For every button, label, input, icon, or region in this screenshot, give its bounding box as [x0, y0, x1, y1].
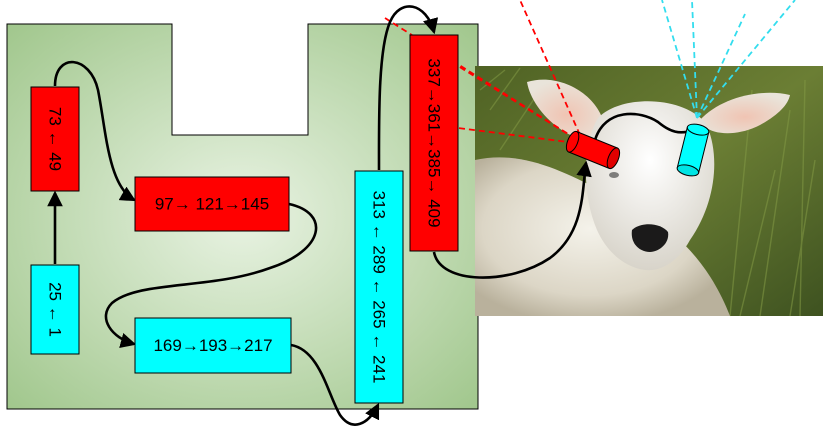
box-25-1: 25 ← 1 [30, 264, 80, 355]
box-313-241: 313 ← 289 ← 265 ← 241 [354, 170, 404, 404]
sheep-photo [475, 66, 823, 317]
box-73-49-label: 73 ← 49 [46, 107, 65, 171]
arrow-145-to-169 [104, 202, 318, 349]
box-169-217-label: 169→193→217 [153, 336, 272, 355]
box-337-409-label: 337→361→385→ 409 [425, 58, 444, 227]
box-337-409: 337→361→385→ 409 [409, 34, 459, 252]
red-projector-icon [565, 130, 621, 170]
arrow-313-to-337 [377, 5, 439, 171]
box-97-145: 97→ 121→145 [134, 176, 290, 232]
red-projection-rays [384, 0, 585, 145]
connector-arrows [47, 5, 694, 426]
arrow-217-to-241 [290, 343, 380, 426]
arrow-73-to-97 [53, 60, 137, 202]
box-169-217: 169→193→217 [134, 317, 292, 374]
cyan-projector-icon [676, 123, 710, 177]
box-313-241-label: 313 ← 289 ← 265 ← 241 [370, 191, 389, 384]
box-25-1-label: 25 ← 1 [46, 282, 65, 337]
arrow-409-to-projector [432, 160, 592, 279]
box-73-49: 73 ← 49 [30, 86, 80, 192]
cyan-projection-rays [661, 0, 796, 119]
box-97-145-label: 97→ 121→145 [155, 195, 269, 214]
projector-link-curve [593, 112, 694, 141]
